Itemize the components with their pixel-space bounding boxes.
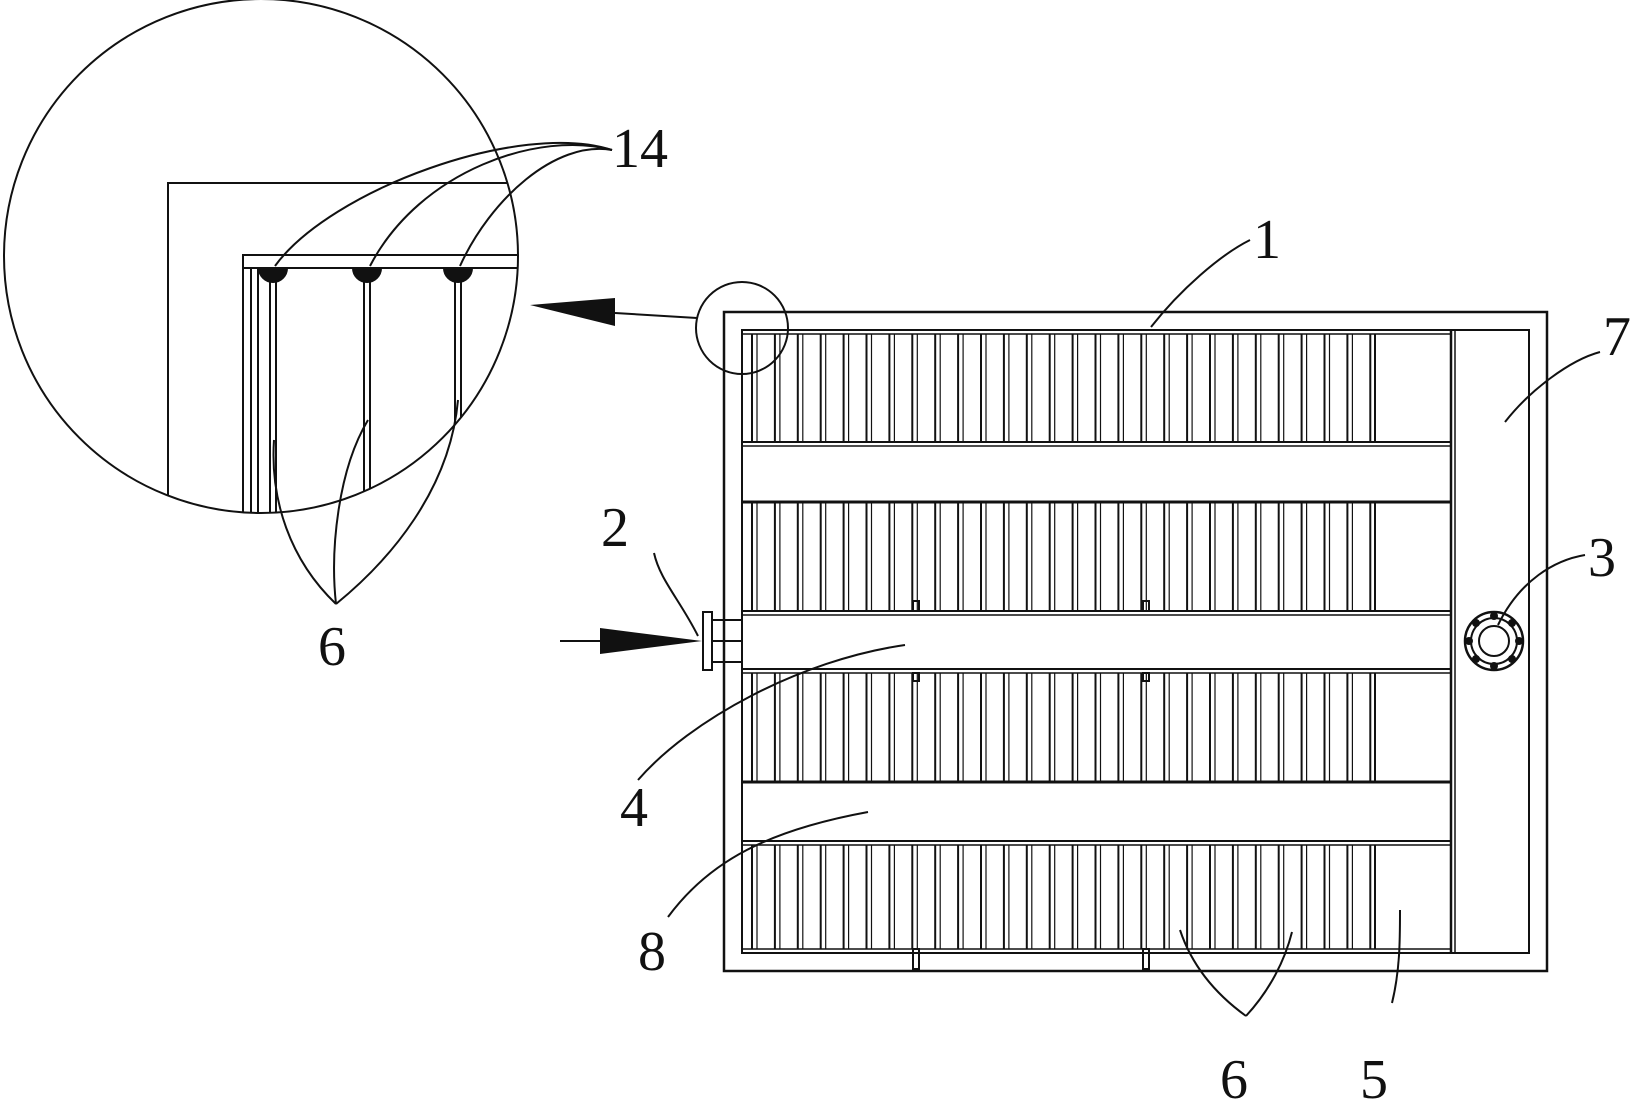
inlet-arrow: [560, 628, 702, 654]
label-return-channel: 8: [638, 921, 666, 983]
main-view: [560, 310, 1549, 973]
inlet-flange: [702, 611, 743, 671]
label-welds: 14: [612, 118, 668, 180]
label-inlet: 2: [601, 497, 629, 559]
leader-lines: [637, 239, 1601, 1017]
label-collector: 7: [1603, 306, 1631, 368]
label-outlet: 3: [1588, 527, 1616, 589]
detail-circle: [3, 0, 519, 514]
housing-inner: [741, 329, 1530, 954]
label-housing: 1: [1253, 209, 1281, 271]
reference-labels: 14 6 1 7 3 2 4 8 6 5: [318, 118, 1631, 1111]
label-tubes-main: 6: [1220, 1049, 1248, 1111]
housing-outer: [722, 310, 1549, 973]
outlet-port: [1463, 610, 1525, 672]
detail-contents: [167, 182, 518, 513]
notches: [912, 600, 1150, 970]
detail-view: [3, 0, 613, 605]
label-inlet-channel: 4: [620, 777, 648, 839]
detail-pointer-arrow: [530, 298, 698, 326]
label-tube-bay: 5: [1360, 1049, 1388, 1111]
tube-rows: [751, 334, 1376, 949]
label-tubes-detail: 6: [318, 616, 346, 678]
